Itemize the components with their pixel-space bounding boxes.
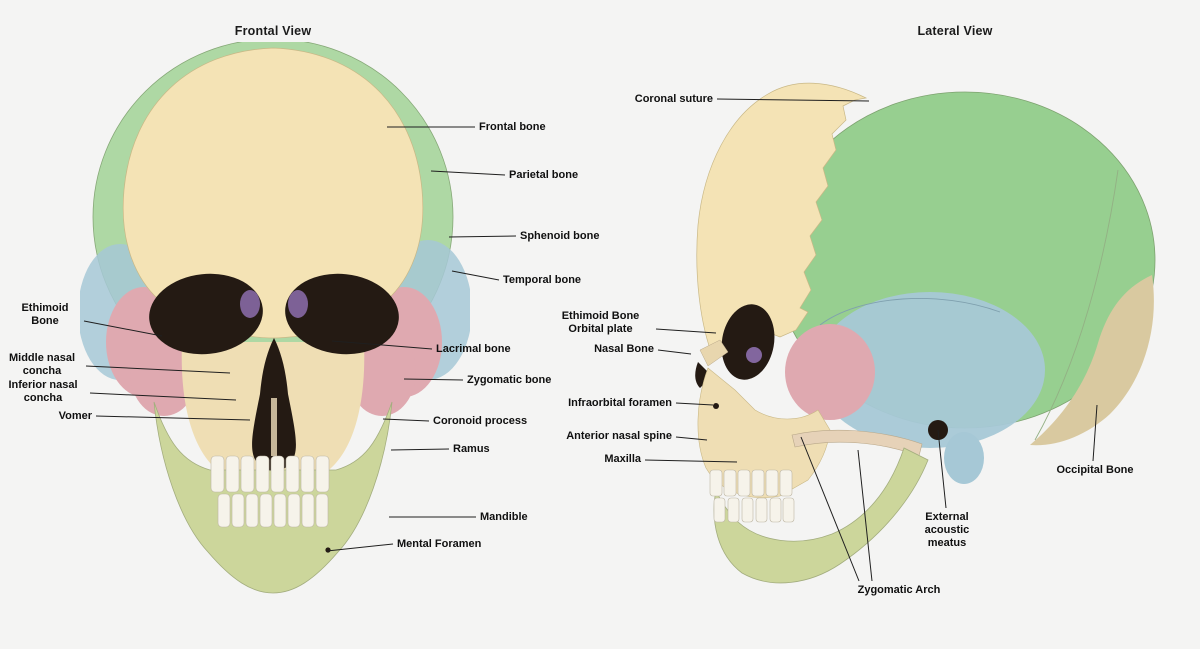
- lambdoid-suture-line: [1034, 169, 1119, 441]
- leader-infraorbital-foramen: [675, 402, 714, 406]
- lateral-occipital-bone: [1030, 275, 1154, 446]
- label-temporal-bone: Temporal bone: [503, 274, 582, 286]
- leader-temporal-bone: [451, 270, 500, 281]
- leader-middle-nasal-concha: [85, 365, 231, 374]
- lateral-sphenoid-pink: [785, 324, 875, 420]
- squamosal-suture-line: [819, 297, 1001, 326]
- lateral-temporal-blue: [815, 292, 1045, 448]
- leader-zygomatic-bone: [403, 378, 464, 381]
- leader-ethimoid-orbital-plate: [655, 328, 717, 334]
- label-vomer: Vomer: [58, 410, 92, 422]
- frontal-lacrimal-left: [240, 290, 260, 318]
- frontal-mental-foramen: [325, 547, 331, 553]
- leader-maxilla: [644, 459, 738, 463]
- lateral-nasal-notch: [695, 362, 712, 388]
- leader-anterior-nasal-spine: [675, 436, 708, 441]
- frontal-lower-teeth: [217, 493, 329, 528]
- frontal-orbit-right: [285, 273, 399, 355]
- leader-mental-foramen: [326, 543, 394, 552]
- leader-inferior-nasal-concha: [89, 392, 237, 401]
- label-ethimoid-bone: Ethimoid Bone: [21, 302, 69, 328]
- leader-coronal-suture: [716, 98, 870, 102]
- lateral-infraorbital-foramen: [713, 403, 719, 409]
- leader-occipital-bone: [1092, 404, 1098, 462]
- label-inferior-nasal-concha: Inferior nasal concha: [8, 379, 78, 405]
- leader-ramus: [390, 448, 450, 451]
- frontal-vomer-septum: [271, 398, 277, 456]
- label-lacrimal-bone: Lacrimal bone: [436, 343, 511, 355]
- lateral-nasal-bone: [699, 339, 729, 367]
- label-infraorbital-foramen: Infraorbital foramen: [568, 397, 672, 409]
- label-maxilla: Maxilla: [604, 453, 641, 465]
- lateral-lower-teeth: [713, 497, 795, 523]
- lateral-upper-teeth: [709, 469, 793, 497]
- leader-vomer: [95, 415, 251, 421]
- label-zygomatic-bone: Zygomatic bone: [467, 374, 552, 386]
- frontal-upper-teeth: [210, 455, 330, 493]
- frontal-frontal-bone: [122, 47, 424, 345]
- label-frontal-bone: Frontal bone: [479, 121, 546, 133]
- leader-external-acoustic-meatus: [937, 429, 947, 509]
- leader-coronoid-process: [382, 418, 430, 422]
- lateral-frontal-bone: [696, 82, 868, 361]
- label-nasal-bone: Nasal Bone: [594, 343, 654, 355]
- label-coronal-suture: Coronal suture: [634, 93, 713, 105]
- label-parietal-bone: Parietal bone: [509, 169, 579, 181]
- label-sphenoid-bone: Sphenoid bone: [520, 230, 600, 242]
- label-anterior-nasal-spine: Anterior nasal spine: [566, 430, 672, 442]
- leader-zygomatic-arch-1: [800, 436, 860, 582]
- frontal-orbit-left: [149, 273, 263, 355]
- frontal-skull-illustration: [80, 42, 470, 594]
- leader-nasal-bone: [657, 349, 692, 355]
- lateral-mastoid: [944, 432, 984, 484]
- lateral-mandible: [713, 447, 929, 584]
- frontal-mandible: [153, 401, 393, 594]
- lateral-view-title: Lateral View: [917, 24, 993, 38]
- lateral-skull-illustration: [695, 82, 1156, 584]
- label-mandible: Mandible: [480, 511, 528, 523]
- label-middle-nasal-concha: Middle nasal concha: [8, 352, 76, 378]
- leader-zygomatic-arch-2: [857, 449, 873, 582]
- frontal-lacrimal-right: [288, 290, 308, 318]
- leader-parietal-bone: [430, 170, 506, 176]
- label-external-acoustic-meatus: External acoustic meatus: [924, 511, 970, 550]
- label-coronoid-process: Coronoid process: [433, 415, 528, 427]
- lateral-maxilla: [697, 367, 831, 498]
- label-occipital-bone: Occipital Bone: [1056, 464, 1134, 476]
- frontal-view-title: Frontal View: [234, 24, 312, 38]
- label-mental-foramen: Mental Foramen: [397, 538, 482, 550]
- leader-lacrimal-bone: [331, 340, 433, 350]
- leader-sphenoid-bone: [448, 235, 517, 238]
- leader-ethimoid-bone: [83, 320, 163, 337]
- label-zygomatic-arch: Zygomatic Arch: [857, 584, 941, 596]
- label-ramus: Ramus: [453, 443, 490, 455]
- lateral-lacrimal-purple: [746, 347, 762, 363]
- lateral-orbit: [721, 304, 775, 380]
- label-ethimoid-orbital-plate: Ethimoid Bone Orbital plate: [561, 310, 640, 336]
